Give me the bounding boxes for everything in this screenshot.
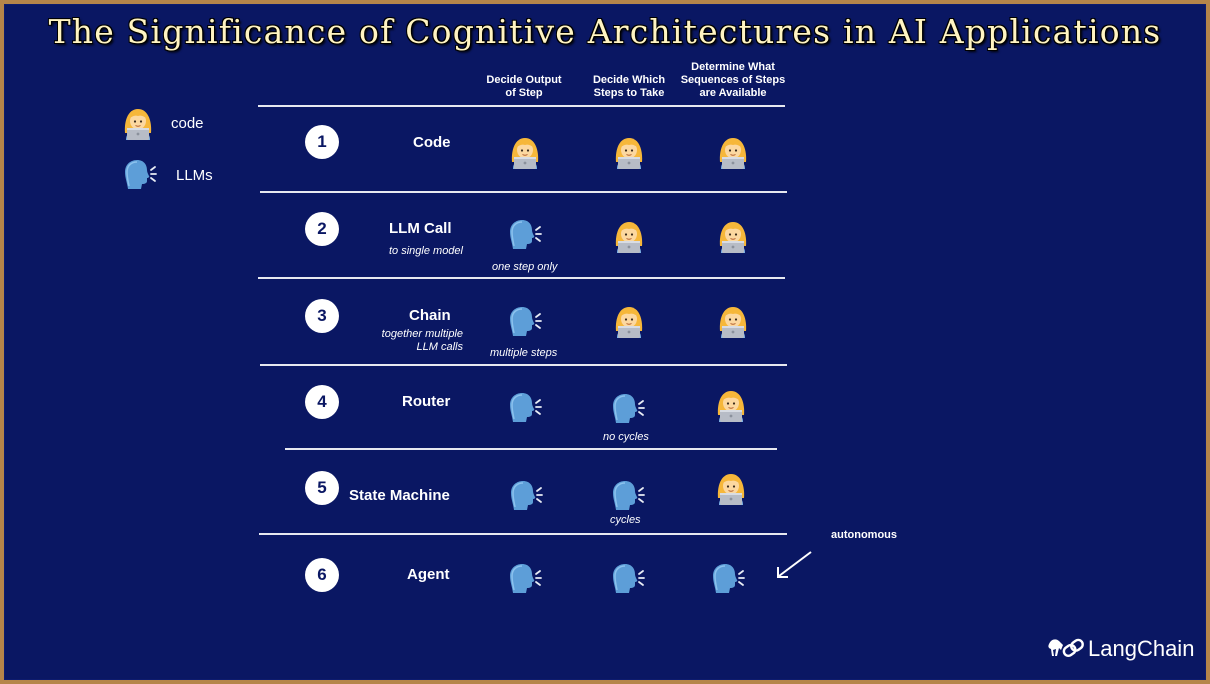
coder-icon [713,469,749,505]
langchain-logo-text: LangChain [1088,636,1195,661]
column-header-line: are Available [699,87,767,99]
row-subtitle-line: together multiple [381,328,463,340]
coder-icon [611,133,647,169]
speaking-head-icon [609,560,645,596]
row-divider [258,277,785,279]
row-subtitle: to single model [389,245,463,257]
row-number: 6 [305,558,339,592]
coder-icon [120,104,156,140]
row-name: Agent [407,566,450,583]
speaking-head-icon [609,390,645,426]
row-number: 5 [305,471,339,505]
speaking-head-icon [609,477,645,513]
column-header-line: of Step [505,87,543,99]
langchain-logo-icon [1048,638,1084,658]
row-name: Code [413,134,451,151]
coder-icon [715,133,751,169]
cell-note: multiple steps [490,347,558,359]
slide-title: The Significance of Cognitive Architectu… [48,12,1162,51]
row-name: Chain [409,307,451,324]
row-divider [260,364,787,366]
column-header-steps: Decide Which Steps to Take [574,74,684,100]
cell-note: cycles [610,514,641,526]
autonomous-label: autonomous [831,529,897,541]
row-divider [260,191,787,193]
speaking-head-icon [121,156,157,192]
speaking-head-icon [506,216,542,252]
row-name: State Machine [349,487,450,504]
row-name: LLM Call [389,220,452,237]
row-divider [285,448,777,450]
row-subtitle-line: LLM calls [416,341,463,353]
row-name: Router [402,393,451,410]
coder-icon [507,133,543,169]
column-header-output: Decide Output of Step [469,74,579,100]
coder-icon [611,302,647,338]
speaking-head-icon [709,560,745,596]
speaking-head-icon [507,477,543,513]
column-header-line: Steps to Take [593,87,665,99]
row-number: 4 [305,385,339,419]
row-divider [258,105,785,107]
cell-note: no cycles [603,431,649,443]
column-header-line: Decide Which [592,74,666,86]
column-header-line: Determine What [691,61,775,73]
cell-note: one step only [492,261,558,273]
coder-icon [715,217,751,253]
row-number: 1 [305,125,339,159]
row-divider [259,533,787,535]
row-number: 3 [305,299,339,333]
row-subtitle: together multiple LLM calls [382,328,463,354]
column-header-sequences: Determine What Sequences of Steps are Av… [678,61,788,100]
speaking-head-icon [506,303,542,339]
coder-icon [611,217,647,253]
legend-label-llms: LLMs [176,167,213,184]
legend-label-code: code [171,115,204,132]
column-header-line: Sequences of Steps [680,74,786,86]
coder-icon [713,386,749,422]
column-header-line: Decide Output [486,74,562,86]
speaking-head-icon [506,389,542,425]
row-number: 2 [305,212,339,246]
coder-icon [715,302,751,338]
speaking-head-icon [506,560,542,596]
slide-background [4,4,1206,680]
arrow-icon [777,551,812,578]
